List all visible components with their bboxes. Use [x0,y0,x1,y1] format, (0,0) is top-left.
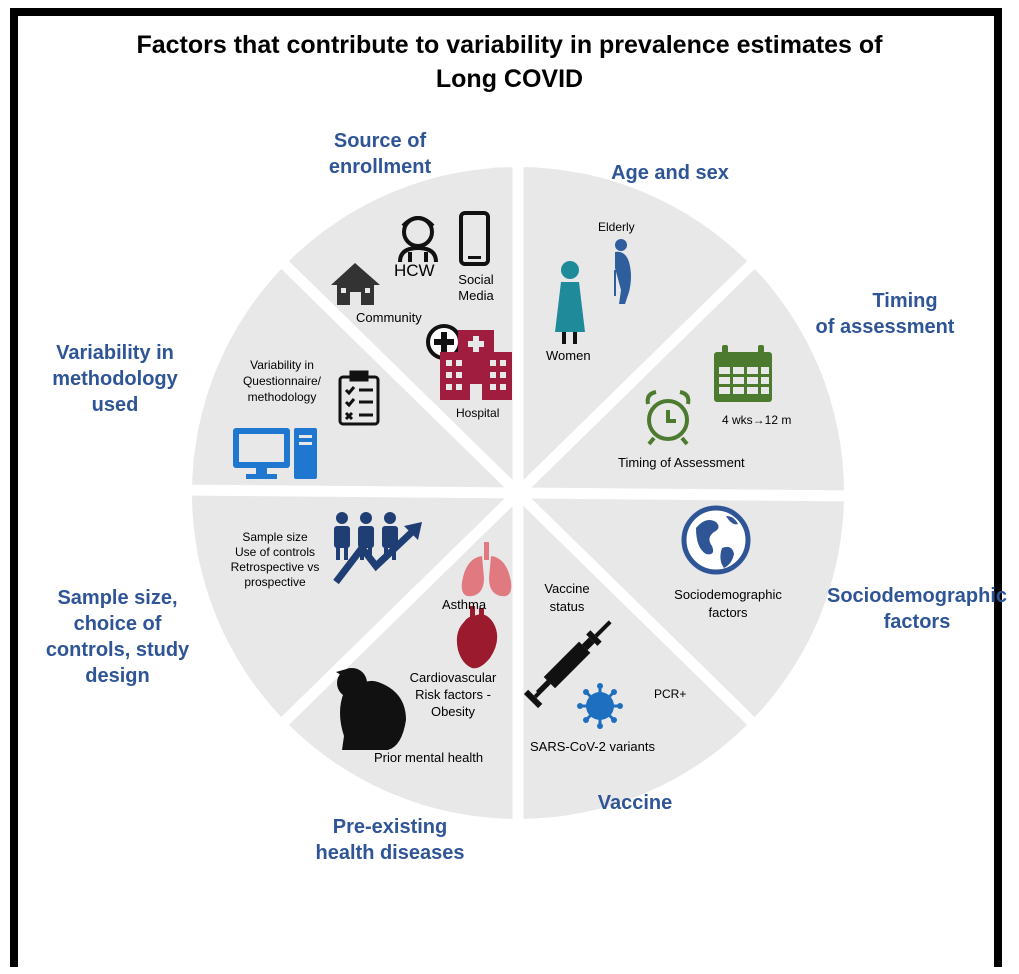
label-sars-cov-2-variants: SARS-CoV-2 variants [530,739,655,754]
figure-frame [10,8,1002,967]
category-vaccine: Vaccine [597,792,673,814]
calendar-icon [714,345,772,402]
label-community: Community [356,310,422,325]
lungs-icon [461,542,512,597]
desktop-computer-icon [233,428,317,479]
healthcare-worker-icon [398,216,438,263]
wheel-dividers [179,160,857,826]
alarm-clock-icon [645,390,691,446]
label-hospital: Hospital [456,406,500,420]
hospital-icon [440,330,512,400]
category-timing-of-assessment: Timing of assessment [815,290,955,338]
label-elderly: Elderly [598,220,635,234]
elderly-person-icon [614,239,631,304]
label-pcr: PCR+ [654,687,687,701]
label-timing-of-assessment: Timing of Assessment [618,455,745,470]
category-age-and-sex: Age and sex [611,162,729,184]
figure-title-line2: Long COVID [435,65,584,93]
label-asthma: Asthma [442,597,487,612]
globe-icon [681,505,751,575]
distressed-person-icon [336,668,406,750]
woman-icon [555,261,585,344]
smartphone-icon [459,211,490,266]
label-prior-mental-health: Prior mental health [374,750,484,765]
label-women: Women [546,348,591,363]
label-hcw: HCW [394,261,435,280]
house-icon [331,263,380,305]
trend-arrow-icon [333,529,415,585]
clipboard-checklist-icon [338,370,380,426]
syringe-icon [523,620,612,709]
figure-title-line1: Factors that contribute to variability i… [136,31,883,59]
heart-icon [456,606,498,669]
virus-icon [577,683,623,729]
label-timeline: 4 wks→12 m [722,413,792,427]
